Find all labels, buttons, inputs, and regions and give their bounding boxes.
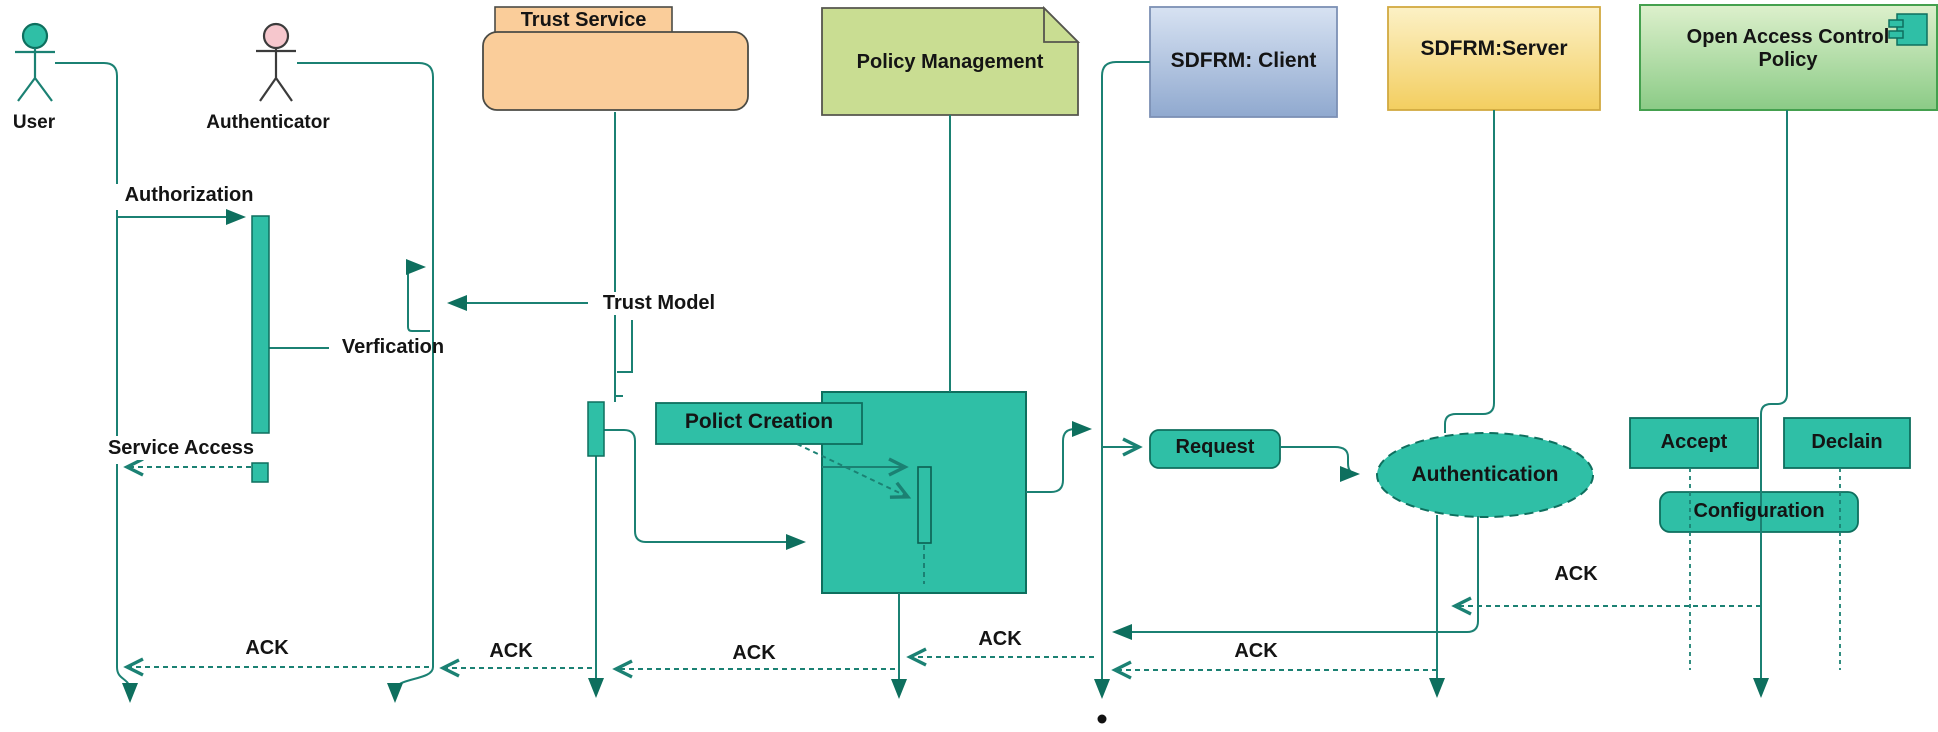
open-access-box (1639, 4, 1938, 111)
service-access-label: Service Access (86, 437, 276, 460)
server-lifeline (1444, 110, 1495, 433)
verification-label: Verfication (341, 336, 445, 358)
sdfrm-client-box (1149, 6, 1338, 118)
activation-bars (251, 215, 932, 544)
authenticator-self-loop (406, 259, 430, 332)
ack-label-auth: ACK (489, 640, 533, 662)
client-lifeline (1094, 61, 1150, 699)
ack-label-user: ACK (245, 637, 289, 659)
openaccess-lifeline (1753, 110, 1788, 698)
policy-creation-label: Polict Creation (684, 410, 834, 433)
authentication-label: Authentication (1411, 463, 1559, 486)
server-return-to-client (1112, 516, 1479, 640)
open-access-label: Open Access Control Policy (1686, 26, 1890, 71)
authenticator-lifeline (297, 62, 434, 667)
client-terminator-dot (1097, 714, 1107, 724)
connectors (55, 61, 1841, 703)
configuration-box (1659, 491, 1859, 533)
request-to-authentication (1280, 446, 1360, 482)
auth-activation-bar-2 (251, 462, 269, 483)
sdfrm-client-label: SDFRM: Client (1170, 49, 1317, 72)
accept-box (1629, 417, 1759, 469)
trust-service-label: Trust Service (520, 9, 647, 31)
ack-label-server: ACK (1554, 563, 1598, 585)
declain-box (1783, 417, 1911, 469)
trust-model-label: Trust Model (588, 292, 730, 315)
request-label: Request (1175, 436, 1255, 458)
policy-creation-dashed (796, 443, 912, 499)
activity-to-client (1026, 421, 1092, 493)
activity-inner-bar (917, 466, 932, 544)
accept-label: Accept (1660, 431, 1728, 453)
sdfrm-server-label: SDFRM:Server (1420, 37, 1568, 60)
trust-activation-bar (587, 401, 605, 457)
ack-label-client: ACK (1234, 640, 1278, 662)
authentication-ellipse (1376, 432, 1594, 518)
authenticator-lifeline-end (387, 666, 434, 703)
user-label: User (12, 112, 56, 133)
policy-management-label: Policy Management (856, 51, 1044, 73)
configuration-label: Configuration (1693, 500, 1825, 522)
component-icon (1888, 13, 1928, 46)
sdfrm-server-box (1387, 6, 1601, 111)
authenticator-label: Authenticator (206, 112, 330, 133)
ack-label-policy: ACK (978, 628, 1022, 650)
user-actor-figure (15, 22, 55, 102)
policy-management-note (821, 5, 1081, 116)
trust-model-connector (617, 320, 633, 373)
policy-creation-box (655, 402, 863, 445)
auth-activation-bar (251, 215, 270, 434)
trust-service-box (482, 6, 749, 111)
trust-to-activity (604, 429, 806, 550)
ack-label-trust: ACK (732, 642, 776, 664)
declain-label: Declain (1811, 431, 1883, 453)
authenticator-actor-figure (256, 22, 296, 102)
authorization-label: Authorization (124, 184, 254, 206)
user-lifeline-end (116, 666, 138, 703)
request-box (1149, 429, 1281, 469)
user-lifeline (55, 62, 118, 184)
